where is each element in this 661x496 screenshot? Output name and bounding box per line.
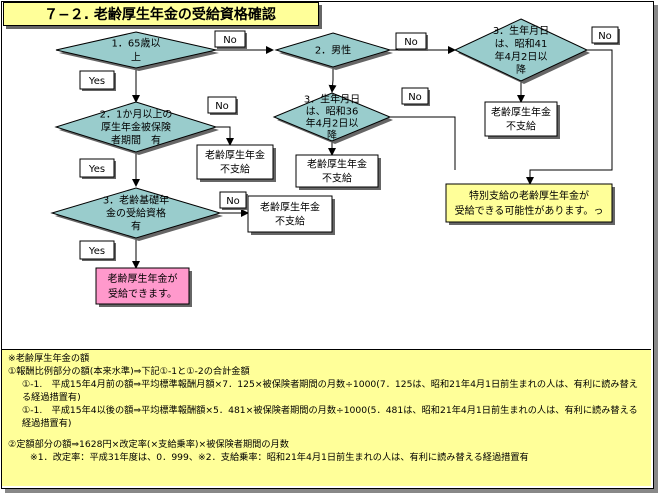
no-label-text: No (215, 101, 229, 112)
result-text: 老齢厚生年金 (491, 106, 551, 119)
result-text: 不支給 (275, 215, 305, 228)
edge-d4-r2 (216, 126, 234, 146)
yes-label: Yes (79, 70, 116, 91)
edge-d5-special (390, 116, 456, 170)
no-label-text: No (408, 92, 422, 103)
result-text: 不支給 (506, 120, 536, 133)
yes-label: Yes (79, 240, 116, 261)
no-label: No (591, 26, 620, 45)
decision-text: 降 (516, 63, 526, 76)
result-text: 特別支給の老齢厚生年金が (469, 189, 589, 202)
no-label: No (401, 87, 430, 106)
edge-d3-special (526, 49, 613, 185)
decision-text: 金の受給資格 (106, 207, 166, 220)
result-text: 老齢厚生年金 (260, 201, 320, 214)
notes-line-3: ①-1. 平成15年4以後の額⇒平均標準報酬額×5．481×被保険者期間の月数÷… (22, 405, 638, 429)
page-title: ７−２. 老齢厚生年金の受給資格確認 (3, 2, 319, 26)
decision-text: 3．老齢基礎年 (103, 194, 169, 207)
result-text: 不支給 (322, 172, 352, 185)
result-text: 老齢厚生年金が (108, 272, 178, 285)
decision-text: 1．65歳以 (111, 38, 160, 50)
decision-d2: 2．男性 (274, 32, 393, 70)
notes-line-1: ①報酬比例部分の額(本来水準)⇒下記①-1と①-2の合計金額 (8, 366, 250, 377)
notes-panel: ※老齢厚生年金の額 ①報酬比例部分の額(本来水準)⇒下記①-1と①-2の合計金額… (2, 349, 651, 486)
result-text: 受給できる可能性があります。っ (455, 204, 604, 217)
notes-line-5: ※1．改定率：平成31年度は、0．999、※2．支給乗率：昭和21年4月1日前生… (30, 452, 529, 463)
notes-heading: ※老齢厚生年金の額 (8, 353, 90, 364)
yes-label-text: Yes (88, 164, 105, 175)
no-label-text: No (404, 37, 418, 48)
no-label: No (214, 30, 247, 49)
decision-text: 年4月2日以 (306, 117, 359, 130)
decision-text: 厚生年金被保険 (101, 121, 171, 134)
decision-text: 降 (327, 129, 337, 142)
no-label-text: No (598, 31, 612, 42)
decision-text: は、昭和41 (495, 38, 548, 50)
decision-text: 有 (131, 220, 141, 233)
yes-label-text: Yes (88, 76, 105, 87)
flowchart: 1．65歳以上2．男性3．生年月日は、昭和41年4月2日以降2．1か月以上の厚生… (50, 18, 620, 307)
notes-line-2: ①-1. 平成15年4月前の額⇒平均標準報酬月額×7．125×被保険者期間の月数… (22, 379, 638, 403)
notes-line-4: ②定額部分の額⇒1628円×改定率(×支給乗率)×被保険者期間の月数 (8, 439, 289, 450)
result-text: 不支給 (220, 163, 250, 176)
no-label-text: No (226, 196, 240, 207)
decision-text: 3．生年月日 (493, 24, 549, 37)
edge-d2-d5 (328, 67, 337, 93)
decision-text: 者期間 有 (111, 134, 161, 147)
no-label: No (395, 32, 428, 51)
decision-text: 上 (131, 52, 141, 64)
decision-text: 2．1か月以上の (100, 109, 173, 121)
no-label-text: No (223, 35, 237, 46)
decision-text: 3．生年月日 (304, 93, 360, 106)
decision-text: 2．男性 (315, 44, 351, 57)
decision-text: は、昭和36 (306, 106, 359, 118)
result-text: 老齢厚生年金 (205, 149, 265, 162)
yes-label-text: Yes (88, 246, 105, 257)
yes-label: Yes (79, 158, 116, 179)
no-label: No (219, 191, 248, 210)
result-text: 受給できます。 (108, 287, 177, 300)
no-label: No (207, 96, 238, 115)
decision-text: 年4月2日以 (495, 50, 548, 63)
result-text: 老齢厚生年金 (307, 158, 367, 171)
